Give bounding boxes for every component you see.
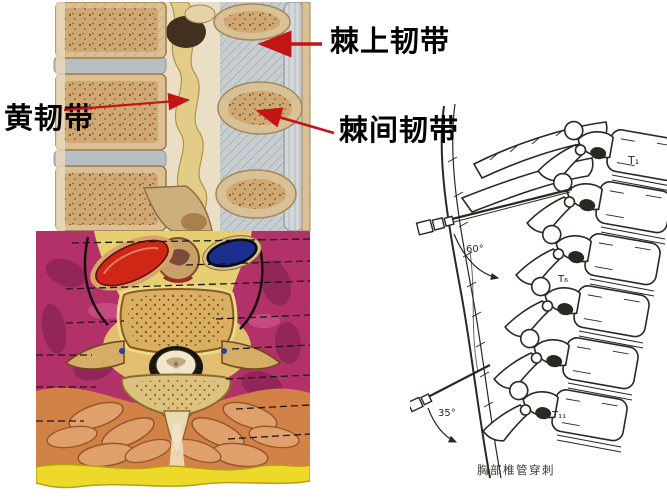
vertebral-body-axial [116,285,238,357]
vertebral-body [55,165,167,231]
disc-lines [556,174,667,453]
vertebra-label-t1: T₁ [627,154,639,167]
neural-arch [120,373,232,457]
thoracic-puncture-drawing: 60° 35° T₁ T₆ T₁₁ 胸部椎管穿刺 [410,103,667,479]
back-skin-contour [440,103,502,479]
drawing-caption: 胸部椎管穿刺 [477,463,555,477]
intervertebral-foramen [166,16,206,48]
right-transverse-process [221,340,282,370]
interspinous-midline [169,423,185,469]
aorta [90,235,174,291]
label-supraspinous-ligament: 棘上韧带 [330,24,451,58]
leader-lines [36,238,310,440]
vertebra-label-t6: T₆ [557,274,568,285]
vertebral-body [55,73,167,151]
vertebral-body [55,2,167,59]
upper-angle-label: 60° [466,244,484,255]
axial-cross-section-illustration [36,231,310,489]
label-interspinous-ligament: 棘间韧带 [339,113,460,147]
subcutaneous-fat [36,463,310,489]
left-transverse-process [64,340,125,370]
upper-puncture-needle: 60° [415,187,573,281]
vena-azygos [202,235,262,271]
vertebral-body-column [53,2,167,231]
vertebral-column [481,116,667,463]
ligamentum-flavum-shape [169,2,208,231]
vertebra-label-t11: T₁₁ [551,410,566,421]
label-ligamentum-flavum: 黄韧带 [4,101,95,135]
lower-puncture-needle: 35° [410,364,491,443]
lower-angle-label: 35° [438,408,456,419]
